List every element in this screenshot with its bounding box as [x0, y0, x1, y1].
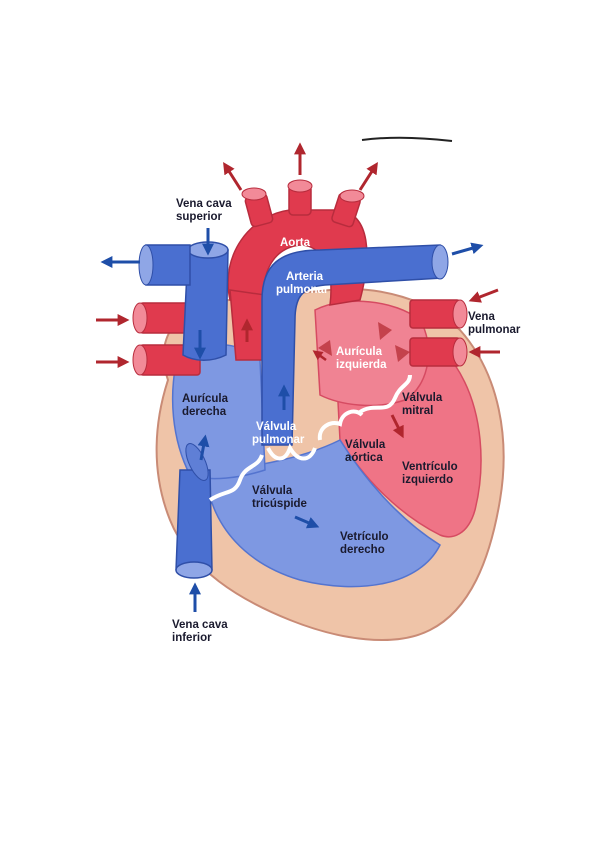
label-auricula-izquierda: Aurícula izquierda [336, 346, 387, 371]
label-arteria-pulmonar: Arteria pulmonar [276, 271, 329, 296]
partial-outline [361, 136, 453, 142]
inferior-vena-cava [175, 469, 213, 577]
label-vena-cava-superior: Vena cava superior [176, 198, 235, 223]
label-auricula-derecha: Aurícula derecha [182, 393, 231, 418]
label-valvula-pulmonar: Válvula pulmonar [252, 421, 305, 446]
right-ventricle [204, 439, 441, 588]
mitral-valve [358, 374, 412, 414]
label-ventriculo-izquierdo: Ventrículo izquierdo [402, 461, 461, 486]
tricuspid-valve [208, 454, 264, 502]
label-valvula-aortica: Válvula aórtica [345, 439, 388, 464]
label-vena-cava-inferior: Vena cava inferior [172, 619, 231, 644]
aortic-valve [317, 409, 364, 441]
label-ventriculo-derecho: Vetrículo derecho [340, 531, 392, 556]
pulmonary-valve [266, 443, 317, 461]
label-valvula-tricuspide: Válvula tricúspide [252, 485, 307, 510]
label-valvula-mitral: Válvula mitral [402, 392, 445, 417]
label-aorta: Aorta [280, 237, 311, 249]
superior-vena-cava [182, 249, 229, 361]
label-vena-pulmonar: Vena pulmonar [468, 311, 521, 336]
